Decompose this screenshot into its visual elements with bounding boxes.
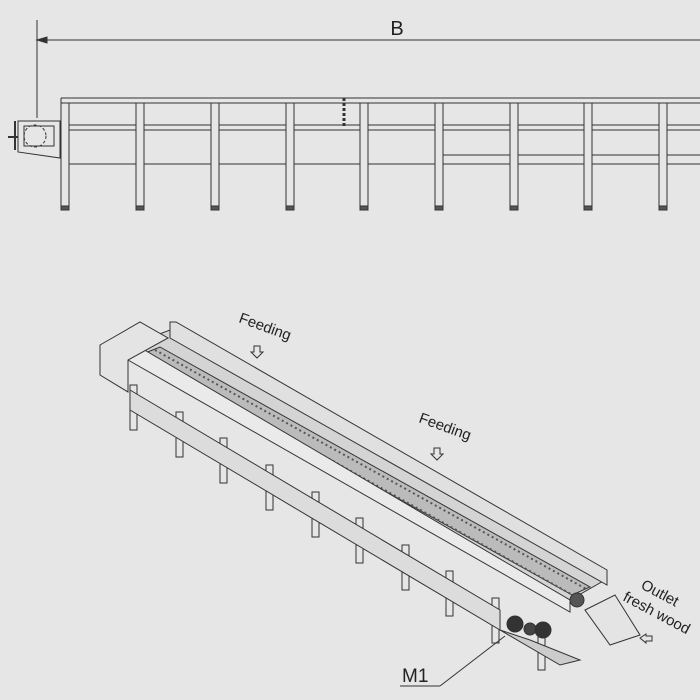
feeding-label-1: Feeding	[237, 310, 294, 345]
leg-foot	[509, 205, 519, 211]
feeding-arrow-icon-1	[249, 345, 265, 359]
side-wall-front	[127, 344, 571, 613]
outlet-chute	[584, 594, 641, 646]
leg	[658, 102, 668, 211]
leg	[285, 102, 295, 211]
drive-motor	[506, 592, 585, 639]
side-wall-back	[169, 321, 608, 586]
iso-view	[99, 321, 641, 687]
leg-foot	[583, 205, 593, 211]
leg	[359, 102, 369, 211]
leg	[509, 102, 519, 211]
motor-leader-line-diag	[439, 635, 506, 687]
leg	[583, 102, 593, 211]
leg-foot	[210, 205, 220, 211]
inlet-housing	[99, 321, 170, 393]
outlet-arrow-icon	[639, 633, 653, 645]
leg	[210, 102, 220, 211]
leg-foot	[285, 205, 295, 211]
leg	[135, 102, 145, 211]
leg-foot	[359, 205, 369, 211]
leg-foot	[434, 205, 444, 211]
bottom-tray	[499, 629, 582, 666]
top-view	[8, 20, 700, 211]
leg-foot	[658, 205, 668, 211]
leg-foot	[60, 205, 70, 211]
chain-track-1	[138, 346, 592, 596]
motor-label-m1: M1	[402, 666, 428, 687]
inlet-box	[8, 120, 61, 159]
feeding-label-2: Feeding	[417, 410, 474, 445]
leg	[60, 102, 70, 211]
feeding-arrow-icon-2	[429, 447, 445, 461]
dimension-label-b: B	[390, 18, 403, 40]
leg	[434, 102, 444, 211]
dimension-arrow-icon	[35, 36, 48, 44]
leg-foot	[135, 205, 145, 211]
legs	[60, 102, 668, 211]
